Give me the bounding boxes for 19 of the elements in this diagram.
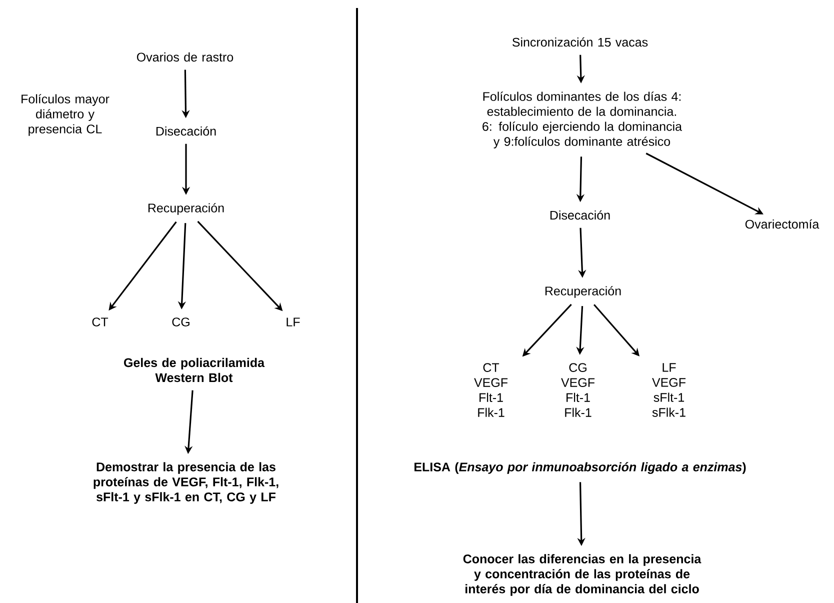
- step-text: Recuperación: [148, 203, 224, 215]
- sample-text: CT VEGF Flt-1 Flk-1: [474, 363, 508, 417]
- sample-text: CG: [172, 318, 190, 326]
- result-text: Conocer las diferencias en la presencia y concentración de las proteínas de interés por día de dominancia del ciclo: [463, 554, 702, 596]
- side-note: Folículos mayor diámetro y presencia CL: [22, 94, 110, 136]
- step-text: Ovarios de rastro: [136, 52, 234, 62]
- method-text: Geles de poliacrilamida Western Blot: [124, 358, 265, 382]
- result-text: Demostrar la presencia de las proteínas de VEGF, Flt-1, Flk-1, sFlt-1 y sFlk-1 en CT, CG y LF: [94, 462, 278, 504]
- step-text: Disecación: [550, 210, 610, 220]
- sample-text: LF: [286, 318, 300, 326]
- step-text: Ovariectomía: [745, 219, 820, 229]
- step-text: Recuperación: [545, 286, 621, 298]
- step-text: Disecación: [156, 126, 216, 136]
- sample-text: LF VEGF sFlt-1 sFlk-1: [652, 363, 686, 417]
- step-text: Folículos dominantes de los días 4: establecimiento de la dominancia. 6: folículo ejerciendo la dominancia y 9:folículos dominante atrésico: [482, 92, 682, 148]
- sample-text: CG VEGF Flt-1 Flk-1: [561, 363, 595, 417]
- sample-text: CT: [92, 318, 108, 326]
- step-text: Sincronización 15 vacas: [512, 37, 648, 47]
- method-text: ELISA (Ensayo por inmunoabsorción ligado a enzimas): [414, 462, 746, 474]
